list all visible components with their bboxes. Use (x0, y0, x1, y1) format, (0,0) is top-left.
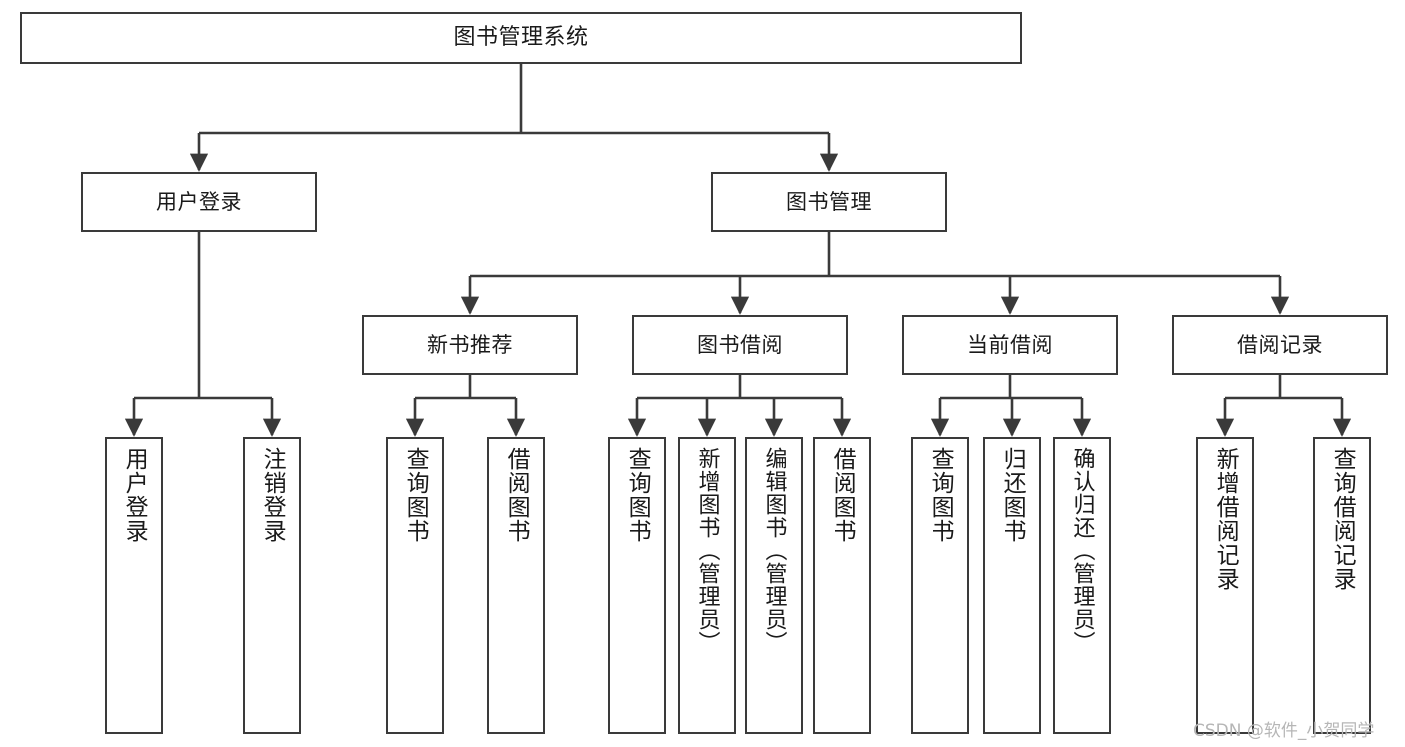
node-new-book-rec-label: 新书推荐 (427, 332, 513, 357)
node-leaf-query-record-label: 查询借阅记录 (1329, 447, 1356, 591)
node-leaf-confirm-return-admin-label: 确认归还（管理员） (1069, 447, 1095, 654)
node-leaf-add-record[interactable]: 新增借阅记录 (1196, 437, 1254, 734)
node-root-label: 图书管理系统 (453, 25, 589, 51)
node-leaf-query-record[interactable]: 查询借阅记录 (1313, 437, 1371, 734)
node-book-borrow[interactable]: 图书借阅 (632, 315, 848, 375)
node-leaf-query-book[interactable]: 查询图书 (608, 437, 666, 734)
node-leaf-edit-book-admin[interactable]: 编辑图书（管理员） (745, 437, 803, 734)
node-current-borrow-label: 当前借阅 (967, 332, 1053, 357)
node-leaf-return-book-label: 归还图书 (999, 447, 1026, 543)
node-leaf-borrow-book[interactable]: 借阅图书 (813, 437, 871, 734)
node-leaf-logout[interactable]: 注销登录 (243, 437, 301, 734)
node-current-borrow[interactable]: 当前借阅 (902, 315, 1118, 375)
node-user-login[interactable]: 用户登录 (81, 172, 317, 232)
node-leaf-confirm-return-admin[interactable]: 确认归还（管理员） (1053, 437, 1111, 734)
node-leaf-query-book-rec-label: 查询图书 (402, 447, 429, 543)
node-leaf-borrow-book-rec-label: 借阅图书 (503, 447, 530, 543)
node-leaf-edit-book-admin-label: 编辑图书（管理员） (761, 447, 787, 654)
node-book-borrow-label: 图书借阅 (697, 332, 783, 357)
node-leaf-return-book[interactable]: 归还图书 (983, 437, 1041, 734)
node-borrow-record-label: 借阅记录 (1237, 332, 1323, 357)
node-book-manage[interactable]: 图书管理 (711, 172, 947, 232)
node-book-manage-label: 图书管理 (786, 189, 872, 214)
node-leaf-query-book-label: 查询图书 (624, 447, 651, 543)
node-leaf-add-book-admin[interactable]: 新增图书（管理员） (678, 437, 736, 734)
node-leaf-borrow-book-rec[interactable]: 借阅图书 (487, 437, 545, 734)
csdn-watermark: CSDN @软件_小贺同学 (1193, 721, 1375, 741)
node-user-login-label: 用户登录 (156, 189, 242, 214)
node-leaf-logout-label: 注销登录 (259, 447, 286, 543)
node-root[interactable]: 图书管理系统 (20, 12, 1022, 64)
node-borrow-record[interactable]: 借阅记录 (1172, 315, 1388, 375)
node-leaf-query-book-cur-label: 查询图书 (927, 447, 954, 543)
node-leaf-add-book-admin-label: 新增图书（管理员） (694, 447, 720, 654)
node-leaf-query-book-rec[interactable]: 查询图书 (386, 437, 444, 734)
node-leaf-borrow-book-label: 借阅图书 (829, 447, 856, 543)
node-leaf-add-record-label: 新增借阅记录 (1212, 447, 1239, 591)
node-leaf-user-login-label: 用户登录 (121, 447, 148, 543)
node-leaf-user-login[interactable]: 用户登录 (105, 437, 163, 734)
node-new-book-rec[interactable]: 新书推荐 (362, 315, 578, 375)
node-leaf-query-book-cur[interactable]: 查询图书 (911, 437, 969, 734)
